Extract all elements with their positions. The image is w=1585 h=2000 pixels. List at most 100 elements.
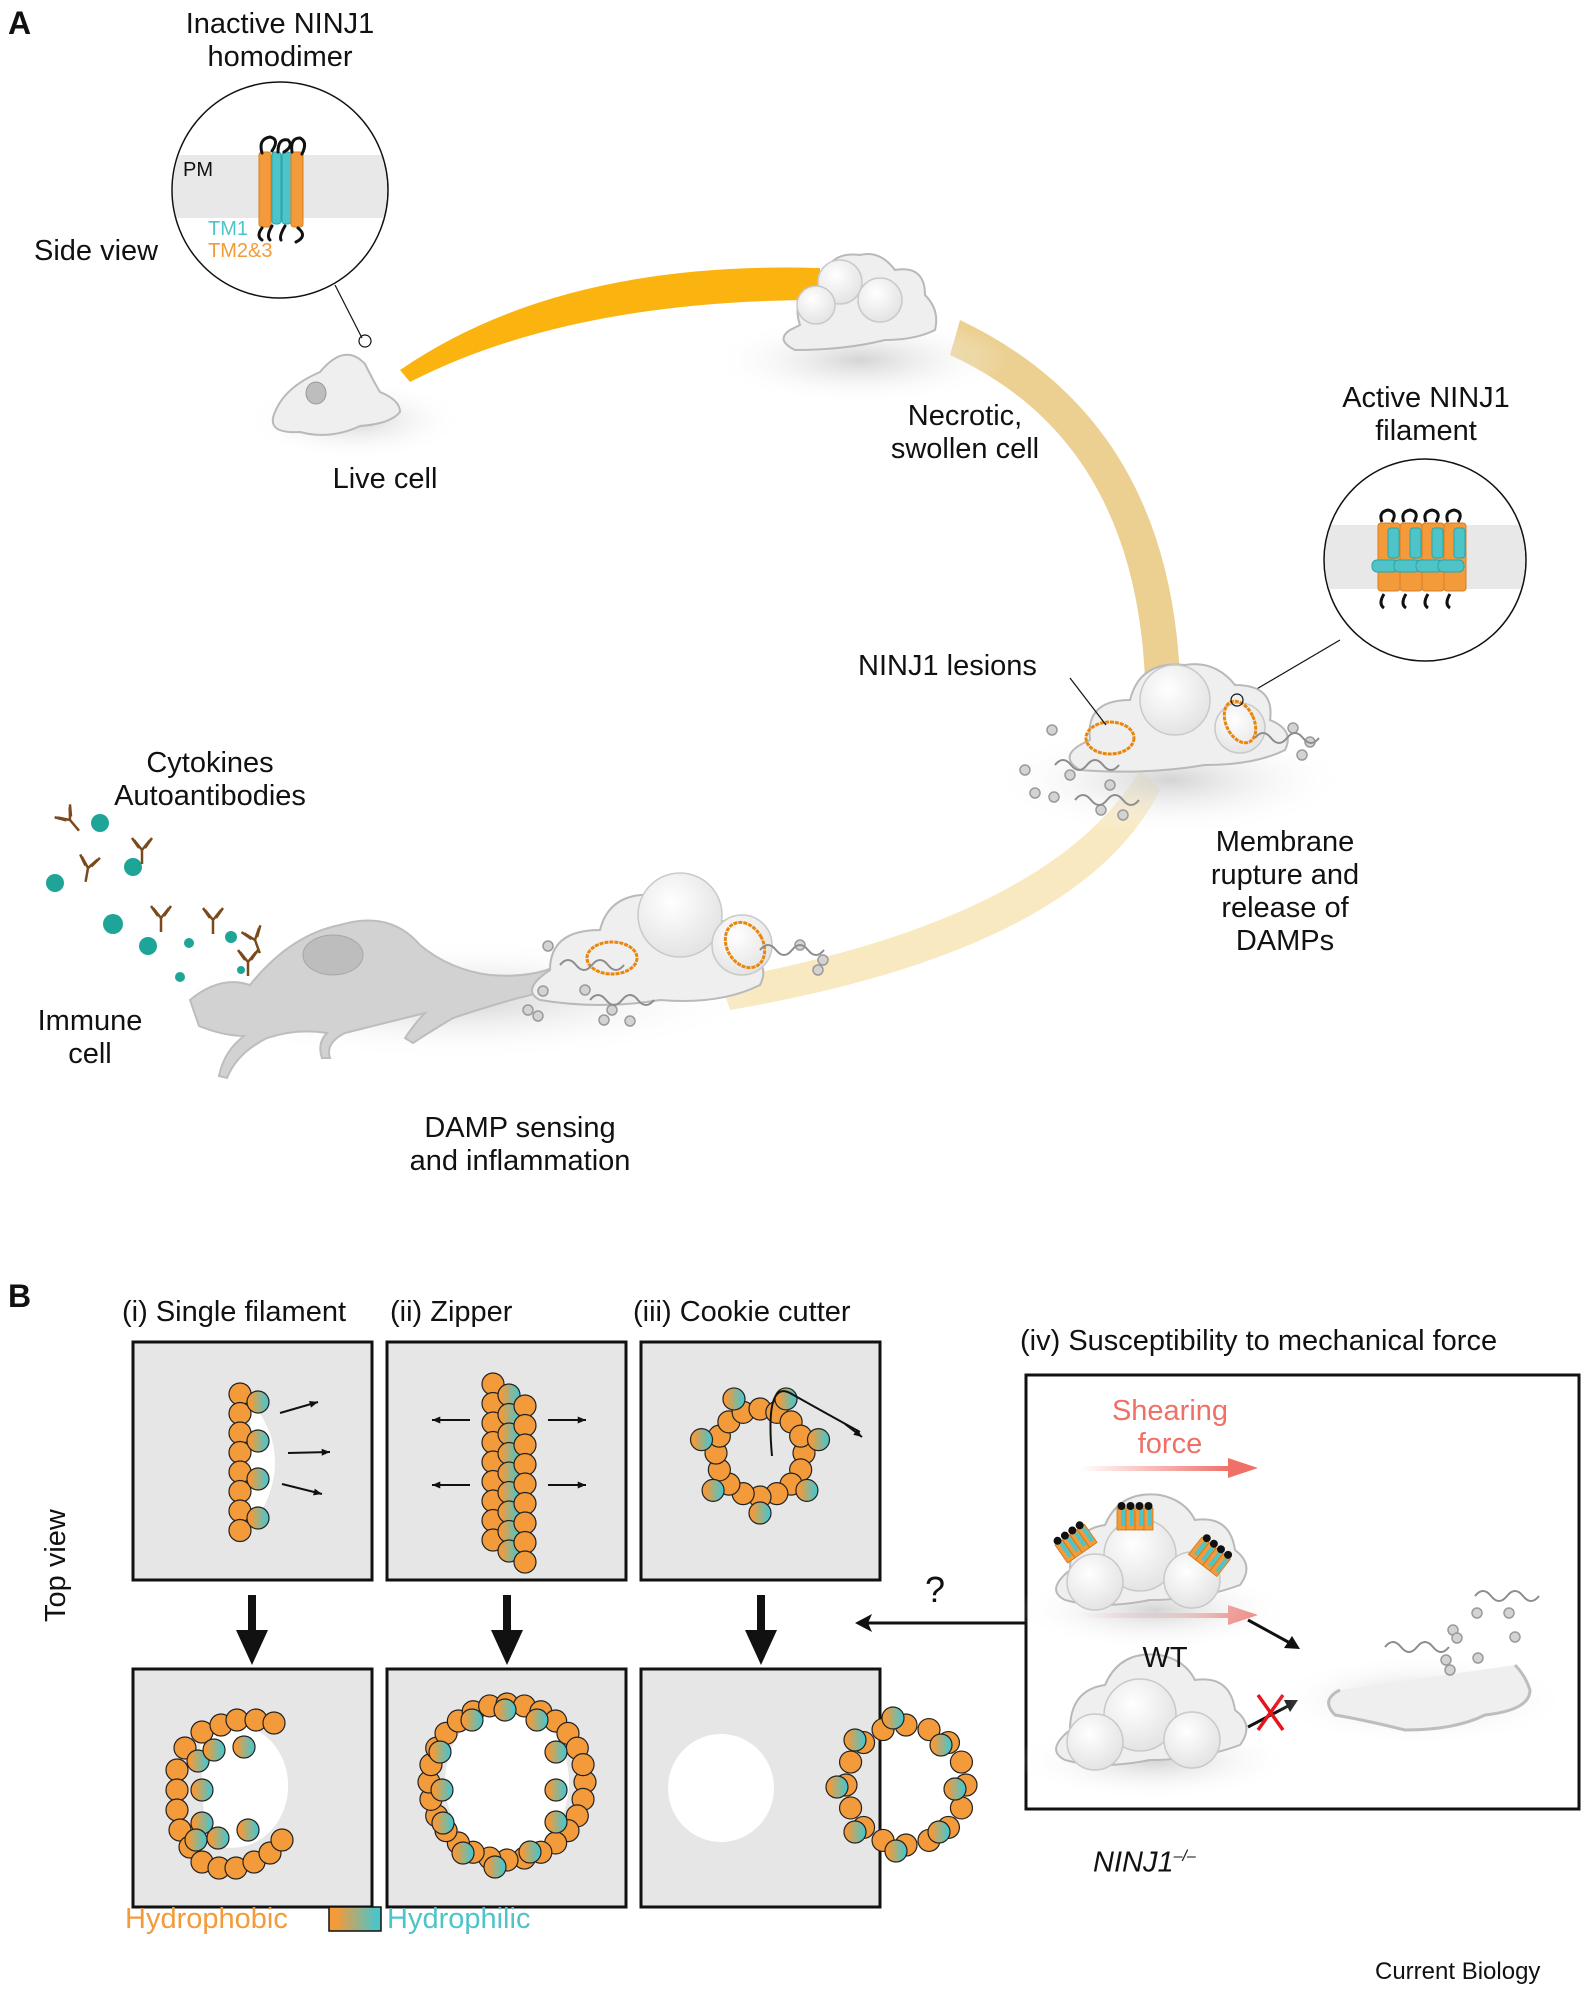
pm-label: PM [183, 159, 213, 181]
dna-strand [1074, 794, 1140, 806]
damp-particle [579, 984, 591, 996]
cytokine [91, 814, 109, 832]
tm1-helix [1437, 559, 1465, 573]
tm1-helix [1215, 1557, 1229, 1573]
loop [1379, 593, 1386, 610]
membrane-gap [445, 1707, 569, 1857]
hydrophobic-bead [513, 1413, 537, 1438]
cytokine [139, 937, 157, 955]
gene-name: NINJ1 [1093, 1846, 1174, 1879]
hydrophilic-bead [186, 1749, 210, 1773]
damp-particle [1471, 1607, 1483, 1619]
damp-particle [1104, 779, 1116, 791]
loop [1379, 508, 1396, 523]
damp-particle [1296, 749, 1308, 761]
hydrophobic-bead [838, 1750, 863, 1774]
hydrophilic-bead [232, 1735, 256, 1759]
damp-particle [598, 1014, 610, 1026]
loop [1117, 1502, 1126, 1510]
title-line: filament [1375, 415, 1477, 447]
damp-particle [1117, 809, 1129, 821]
damp-particle [1451, 1632, 1463, 1644]
hydrophobic-bead [513, 1511, 537, 1535]
question-arrow [855, 1614, 1026, 1632]
hydrophobic-bead [165, 1758, 189, 1782]
hydrophilic-bead [202, 1738, 226, 1762]
cytokines-cluster [46, 804, 262, 982]
antibody [201, 907, 225, 934]
model-label-mechanical-force: (iv) Susceptibility to mechanical force [1020, 1325, 1498, 1357]
dna-strand [589, 994, 655, 1006]
active-filament-magnifier [1237, 458, 1527, 701]
loop [1445, 593, 1452, 610]
dna-strand [759, 944, 825, 956]
antibody-shape [240, 924, 262, 954]
legend-hydrophobic: Hydrophobic [125, 1903, 288, 1935]
hydrophilic-bead [430, 1778, 454, 1802]
tm1-helix [1409, 527, 1422, 559]
tm1-label: TM1 [208, 218, 248, 240]
cytokine [103, 914, 123, 934]
hydrophilic-bead [236, 1818, 260, 1842]
label-line: DAMPs [1235, 925, 1335, 957]
live-cell-label: Live cell [332, 463, 438, 495]
antibody [79, 853, 101, 883]
loop [1423, 593, 1430, 610]
cytokine [225, 931, 237, 943]
loop [1401, 508, 1418, 523]
loop [1202, 1534, 1211, 1543]
hydrophilic-bead [795, 1478, 819, 1503]
arrowhead [321, 1448, 330, 1456]
tm1-helix [1201, 1546, 1215, 1562]
wt-label: WT [1142, 1642, 1188, 1674]
model-label-cookie-cutter: (iii) Cookie cutter [633, 1296, 851, 1328]
panel-b-artwork [131, 1340, 978, 1909]
necrotic-cell [710, 253, 1010, 405]
hydrophobic-bead [513, 1550, 537, 1574]
label-line: and inflammation [409, 1145, 631, 1177]
tm1-helix [1130, 1510, 1134, 1526]
damp-particle [522, 1004, 534, 1016]
tm1-helix [1139, 1510, 1143, 1526]
top-view-label: Top view [40, 1509, 72, 1622]
damp-particle [542, 940, 554, 952]
genotype-superscript: –/– [1173, 1848, 1196, 1865]
hydrophilic-bead [927, 1820, 951, 1844]
panel-a-letter: A [8, 5, 32, 41]
surface-ninj1-filament [1116, 1502, 1154, 1531]
hydrophobic-bead [513, 1452, 537, 1477]
label-line: rupture and [1210, 859, 1360, 891]
arrowhead [309, 1400, 318, 1408]
hydrophobic-bead [270, 1828, 294, 1852]
cycle-arc-activation [400, 267, 820, 382]
dna-strand [559, 959, 625, 971]
cut-path [769, 1390, 861, 1457]
label-line: Autoantibodies [114, 780, 306, 812]
hydrophobic-bead [513, 1491, 537, 1516]
hydrophilic-bead [483, 1855, 507, 1879]
loop [1068, 1526, 1077, 1535]
hydrophobic-bead [838, 1796, 863, 1820]
rupturing-cell [990, 663, 1350, 835]
antibody-shape [130, 837, 154, 864]
arrowhead [853, 1429, 862, 1437]
damp-sensing-label: DAMP sensing and inflammation [380, 1112, 660, 1178]
damp-particle [1029, 787, 1041, 799]
ninj1-knockout-label: NINJ1–/– [1093, 1840, 1196, 1880]
journal-credit: Current Biology [1375, 1958, 1541, 1985]
hydrophilic-bead [825, 1775, 849, 1799]
sensed-cell [522, 872, 829, 1027]
hydrophilic-bead [428, 1740, 452, 1764]
label-line: force [1137, 1428, 1203, 1460]
damp-particle [817, 954, 829, 966]
damp-particle [1046, 724, 1058, 736]
active-filament-title: Active NINJ1 filament [1306, 382, 1546, 448]
damp-particle [606, 1004, 618, 1016]
hydrophobic-bead [917, 1717, 941, 1742]
tm1-helix [1074, 1531, 1087, 1548]
label-line: DAMP sensing [424, 1112, 616, 1144]
tm1-helix [1208, 1552, 1222, 1568]
antibody-shape [54, 804, 80, 832]
loop [1209, 1539, 1218, 1548]
antibody-shape [149, 905, 173, 932]
